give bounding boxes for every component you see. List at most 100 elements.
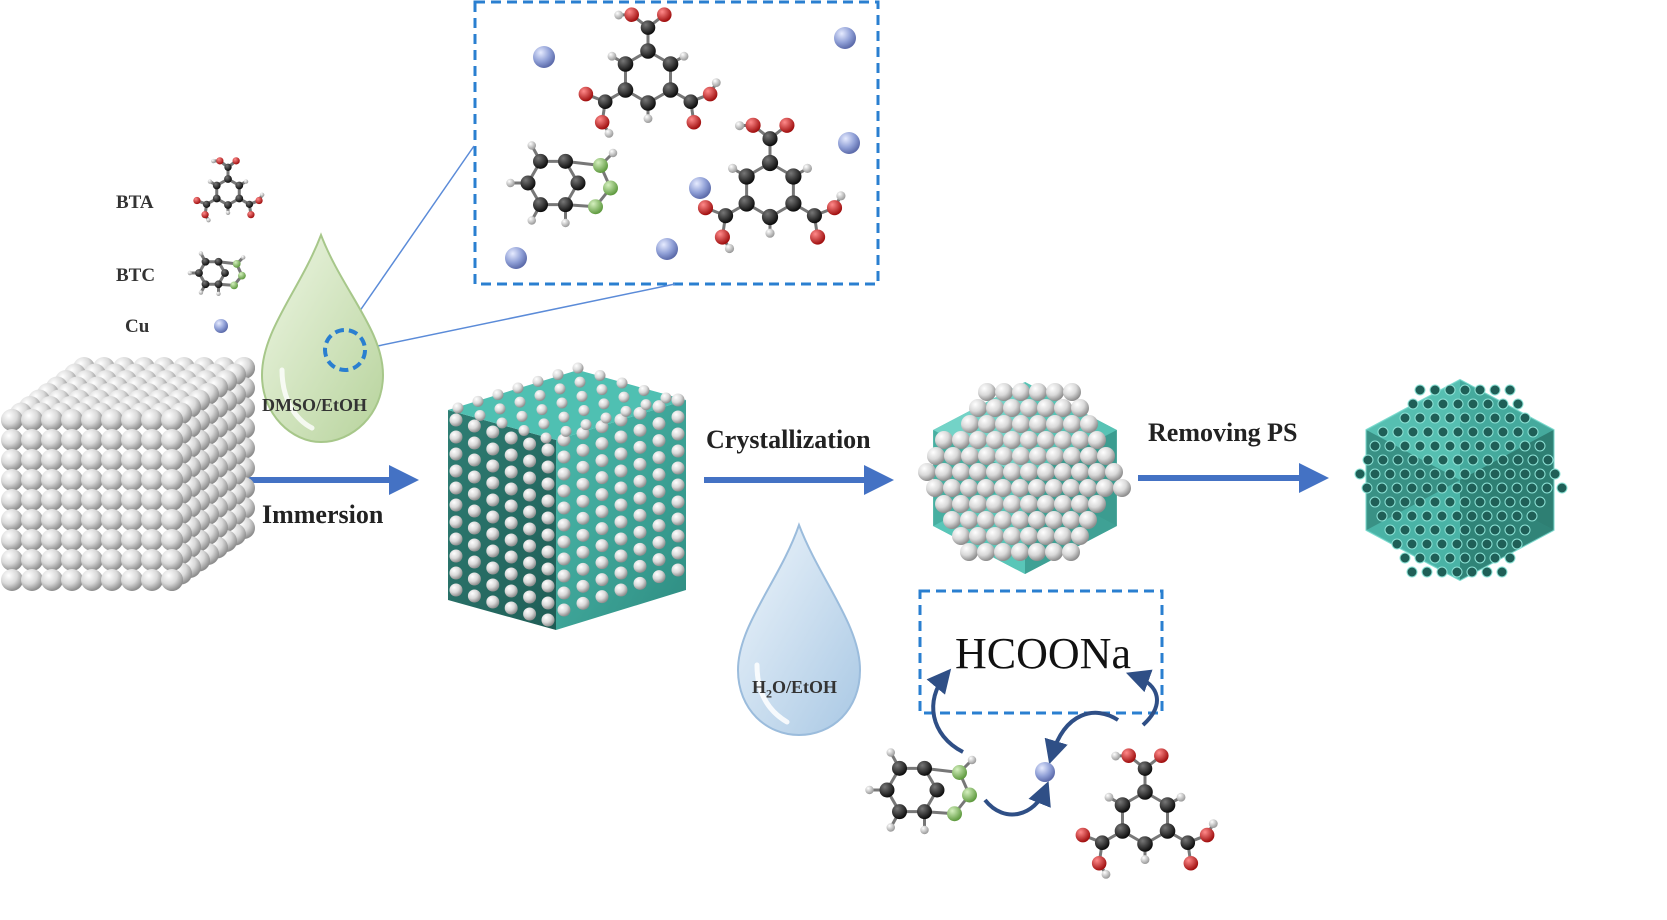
hydrogen-atom	[604, 128, 614, 138]
carbon-atom	[195, 269, 203, 277]
mof-pore	[1497, 454, 1509, 466]
hydrogen-atom	[679, 51, 689, 61]
legend-label-cu: Cu	[125, 316, 150, 337]
mof-pore	[1497, 398, 1509, 410]
pmma-sphere	[161, 469, 183, 491]
composite-sphere	[504, 482, 518, 496]
hydrogen-atom	[724, 243, 735, 254]
mof-pore	[1474, 468, 1486, 480]
hydrogen-atom	[240, 255, 246, 260]
mof-pore	[1437, 454, 1449, 466]
crystal-sphere	[986, 463, 1004, 481]
mof-pore	[1519, 468, 1531, 480]
pmma-sphere	[101, 429, 123, 451]
oxygen-atom	[810, 229, 826, 245]
mof-pore	[1481, 482, 1493, 494]
composite-sphere	[467, 487, 481, 501]
carbon-atom	[221, 269, 229, 277]
pmma-sphere	[161, 509, 183, 531]
pmma-sphere	[81, 509, 103, 531]
composite-sphere	[638, 385, 650, 396]
hydrogen-atom	[802, 163, 813, 173]
pmma-sphere	[81, 429, 103, 451]
oxygen-atom	[232, 157, 240, 165]
pmma-sphere	[61, 469, 83, 491]
pmma-sphere	[1, 489, 23, 511]
pmma-sphere	[21, 429, 43, 451]
composite-sphere	[671, 427, 685, 441]
composite-sphere	[541, 579, 555, 593]
crystal-sphere	[1088, 495, 1106, 513]
composite-sphere	[541, 477, 555, 491]
mof-pore	[1406, 538, 1418, 550]
composite-sphere	[541, 443, 555, 457]
composite-sphere	[449, 464, 463, 478]
carbon-atom	[640, 43, 656, 59]
mof-pore	[1362, 454, 1374, 466]
composite-sphere	[614, 464, 628, 478]
crystal-sphere	[1020, 495, 1038, 513]
oxygen-atom	[702, 86, 718, 102]
crystal-sphere	[1071, 399, 1089, 417]
pmma-sphere	[1, 429, 23, 451]
carbon-atom	[201, 280, 210, 289]
composite-sphere	[541, 494, 555, 508]
composite-sphere	[504, 584, 518, 598]
hydrogen-atom	[920, 825, 929, 835]
mof-pore	[1384, 524, 1396, 536]
mof-pore	[1421, 510, 1433, 522]
mof-pore	[1459, 468, 1471, 480]
pmma-sphere	[21, 529, 43, 551]
composite-sphere	[504, 499, 518, 513]
mof-pore	[1369, 440, 1381, 452]
crystal-sphere	[978, 415, 996, 433]
carbon-atom	[214, 280, 223, 289]
pmma-sphere	[121, 529, 143, 551]
mof-pore	[1384, 468, 1396, 480]
composite-sphere	[576, 562, 590, 576]
composite-sphere	[652, 468, 666, 482]
mof-pore	[1504, 468, 1516, 480]
mof-pore	[1451, 566, 1463, 578]
mof-pore	[1444, 440, 1456, 452]
composite-sphere	[486, 476, 500, 490]
pmma-sphere	[161, 429, 183, 451]
crystal-sphere	[1012, 415, 1030, 433]
composite-sphere	[620, 405, 632, 417]
composite-sphere	[633, 423, 647, 437]
mof-pore	[1504, 552, 1516, 564]
oxygen-atom	[745, 117, 761, 133]
pmma-sphere	[101, 509, 123, 531]
composite-sphere	[652, 451, 666, 465]
pmma-sphere	[1, 569, 23, 591]
composite-sphere	[660, 392, 672, 404]
composite-sphere	[472, 395, 484, 407]
crystal-sphere	[926, 479, 944, 497]
crystal-sphere	[977, 479, 995, 497]
oxygen-atom	[216, 157, 224, 165]
composite-sphere	[486, 459, 500, 473]
composite-sphere	[560, 425, 572, 437]
pmma-sphere	[61, 489, 83, 511]
mof-pore	[1467, 398, 1479, 410]
composite-sphere	[534, 390, 546, 401]
mof-pore	[1392, 454, 1404, 466]
crystal-sphere	[935, 495, 953, 513]
crystal-sphere	[994, 479, 1012, 497]
mof-pore	[1489, 524, 1501, 536]
composite-sphere	[514, 396, 526, 408]
crystal-sphere	[1011, 511, 1029, 529]
mof-pore	[1512, 426, 1524, 438]
carbon-atom	[1114, 823, 1131, 839]
pmma-sphere	[21, 409, 43, 431]
composite-sphere	[467, 589, 481, 603]
mof-pore	[1459, 552, 1471, 564]
mof-pore	[1414, 496, 1426, 508]
crystal-sphere	[1012, 447, 1030, 465]
carbon-atom	[520, 175, 536, 191]
mof-pore	[1496, 566, 1508, 578]
mof-pore	[1504, 384, 1516, 396]
mof-pore	[1519, 496, 1531, 508]
composite-sphere	[467, 521, 481, 535]
pmma-sphere	[41, 489, 63, 511]
